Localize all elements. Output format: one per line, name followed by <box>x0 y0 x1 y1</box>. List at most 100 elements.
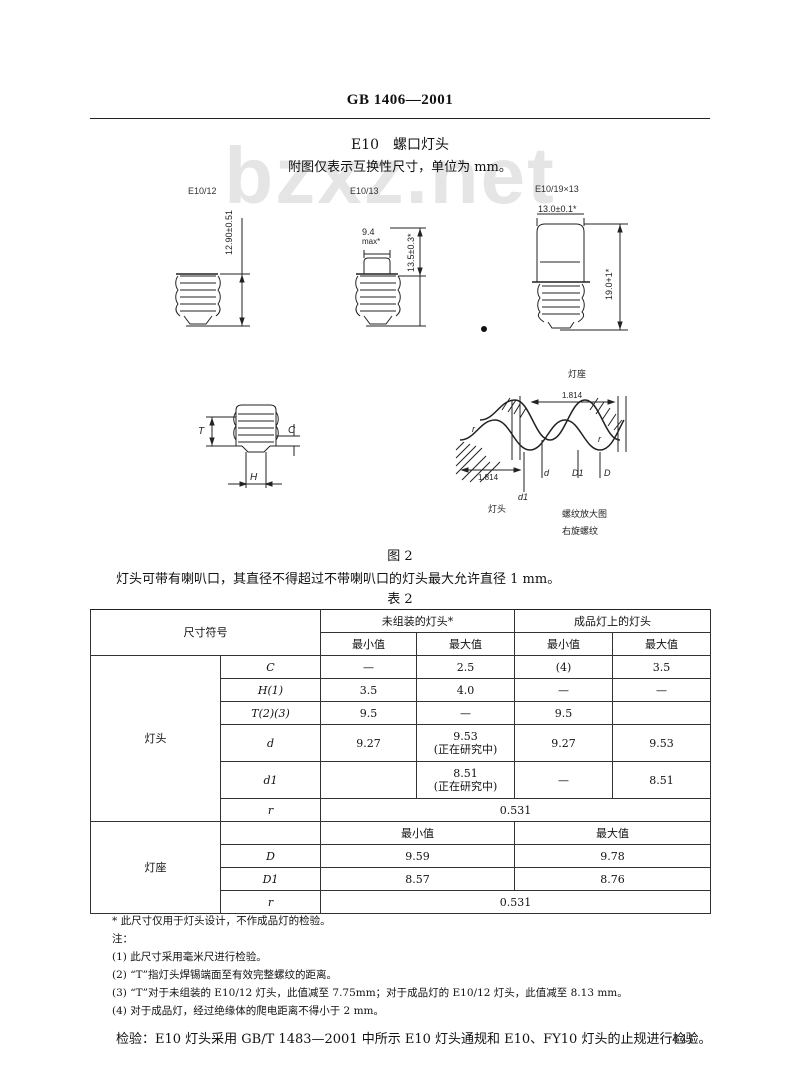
row-t-u-max: — <box>416 701 515 725</box>
cap-technical-drawing: 12.90±0.51 9.4 max* 13.5±0.3* <box>175 204 628 536</box>
row-h-l-min: — <box>514 678 613 702</box>
thread-right-hand-label: 右旋螺纹 <box>562 525 598 536</box>
figure-caption: 图 2 <box>387 549 413 564</box>
footnote-2: (2) “T”指灯头焊锡端面至有效完整螺纹的距离。 <box>112 969 337 981</box>
header-dimension-symbol: 尺寸符号 <box>90 609 321 656</box>
figure-label-e10-12: E10/12 <box>188 186 217 196</box>
holder-row-d1-symbol: D1 <box>220 867 321 891</box>
row-d-l-max: 9.53 <box>612 724 711 762</box>
row-d1-symbol: d1 <box>220 761 321 799</box>
dim-e10-13-width-note: max* <box>362 237 380 246</box>
cap-e10-19x13-drawing <box>532 213 628 331</box>
row-h-u-max: 4.0 <box>416 678 515 702</box>
header-unassembled-min: 最小值 <box>320 632 417 656</box>
header-on-lamp: 成品灯上的灯头 <box>514 609 711 633</box>
row-d-u-max-note: (正在研究中) <box>433 743 498 756</box>
row-t-l-max <box>612 701 711 725</box>
row-r-symbol: r <box>220 798 321 822</box>
page-number: 441 <box>672 1032 695 1046</box>
row-d1-l-max: 8.51 <box>612 761 711 799</box>
cap-e10-13-drawing <box>355 227 426 327</box>
figure-label-e10-19x13: E10/19×13 <box>535 184 579 194</box>
holder-row-d-symbol: D <box>220 844 321 868</box>
thread-enlarged-label: 螺纹放大图 <box>562 508 607 519</box>
holder-header-min: 最小值 <box>320 821 515 845</box>
thread-detail-drawing <box>455 396 627 492</box>
row-c-l-min: (4) <box>514 655 613 679</box>
row-d-l-min: 9.27 <box>514 724 613 762</box>
thread-r-left: r <box>472 424 476 434</box>
holder-header-max: 最大值 <box>514 821 711 845</box>
row-d1-u-min <box>320 761 417 799</box>
row-d-u-max-cell: 9.53 (正在研究中) <box>416 724 515 762</box>
dim-e10-12-height: 12.90±0.51 <box>224 210 234 255</box>
row-c-u-max: 2.5 <box>416 655 515 679</box>
holder-row-d1-min: 8.57 <box>320 867 515 891</box>
dimension-table: 尺寸符号 未组装的灯头* 成品灯上的灯头 最小值 最大值 最小值 最大值 灯头 … <box>90 609 711 914</box>
group-cap: 灯头 <box>90 655 221 822</box>
dim-cap-t: T <box>198 426 205 437</box>
row-h-u-min: 3.5 <box>320 678 417 702</box>
dim-e10-19-height: 19.0+1* <box>604 268 614 300</box>
row-d1-u-max-note: (正在研究中) <box>433 780 498 793</box>
holder-row-d1-max: 8.76 <box>514 867 711 891</box>
thread-d: d <box>544 468 550 478</box>
dim-e10-19-width: 13.0±0.1* <box>538 204 577 214</box>
header-rule <box>90 118 710 119</box>
dim-cap-c: C <box>288 425 296 436</box>
row-t-u-min: 9.5 <box>320 701 417 725</box>
row-t-symbol: T(2)(3) <box>220 701 321 725</box>
dim-e10-13-width: 9.4 <box>362 227 375 237</box>
header-on-lamp-min: 最小值 <box>514 632 613 656</box>
row-d1-u-max-cell: 8.51 (正在研究中) <box>416 761 515 799</box>
cap-e10-12-drawing <box>175 218 250 327</box>
inspection-line: 检验：E10 灯头采用 GB/T 1483—2001 中所示 E10 灯头通规和… <box>116 1032 712 1047</box>
thread-pitch-bottom: 1.814 <box>478 473 499 482</box>
holder-header-blank <box>220 821 321 845</box>
thread-d1-holder: D1 <box>572 468 584 478</box>
footnotes: * 此尺寸仅用于灯头设计，不作成品灯的检验。 注： (1) 此尺寸采用毫米尺进行… <box>112 912 712 1020</box>
group-holder: 灯座 <box>90 821 221 914</box>
row-h-l-max: — <box>612 678 711 702</box>
footnote-1: (1) 此尺寸采用毫米尺进行检验。 <box>112 951 267 963</box>
bullet-dot <box>481 326 487 332</box>
dim-cap-h: H <box>250 472 258 483</box>
header-unassembled: 未组装的灯头* <box>320 609 515 633</box>
flare-note: 灯头可带有喇叭口，其直径不得超过不带喇叭口的灯头最大允许直径 1 mm。 <box>116 572 561 587</box>
header-unassembled-max: 最大值 <box>416 632 515 656</box>
row-d1-l-min: — <box>514 761 613 799</box>
header-on-lamp-max: 最大值 <box>612 632 711 656</box>
row-c-l-max: 3.5 <box>612 655 711 679</box>
standard-number-header: GB 1406—2001 <box>346 92 454 108</box>
section-subtitle: 附图仅表示互换性尺寸，单位为 mm。 <box>288 160 512 175</box>
footnote-3: (3) “T”对于未组装的 E10/12 灯头，此值减至 7.75mm；对于成品… <box>112 987 628 999</box>
watermark: bzxz.net <box>224 131 556 220</box>
thread-holder-label: 灯座 <box>568 368 586 379</box>
holder-row-d-max: 9.78 <box>514 844 711 868</box>
row-h-symbol: H(1) <box>220 678 321 702</box>
row-d-symbol: d <box>220 724 321 762</box>
row-d-u-max: 9.53 <box>453 730 478 743</box>
thread-r-right: r <box>598 434 602 444</box>
row-r-value: 0.531 <box>320 798 711 822</box>
holder-row-r-value: 0.531 <box>320 890 711 914</box>
table-caption: 表 2 <box>387 592 413 607</box>
footnote-note-title: 注： <box>112 933 133 945</box>
thread-pitch-top: 1.814 <box>562 391 583 400</box>
thread-d-holder: D <box>604 468 611 478</box>
row-d-u-min: 9.27 <box>320 724 417 762</box>
holder-row-r-symbol: r <box>220 890 321 914</box>
row-c-u-min: — <box>320 655 417 679</box>
thread-d1-cap: d1 <box>518 492 528 502</box>
row-t-l-min: 9.5 <box>514 701 613 725</box>
thread-cap-label: 灯头 <box>488 504 506 514</box>
row-c-symbol: C <box>220 655 321 679</box>
figure-label-e10-13: E10/13 <box>350 186 379 196</box>
dim-e10-13-height: 13.5±0.3* <box>406 233 416 272</box>
cap-dimension-drawing <box>206 404 300 488</box>
section-title: E10 螺口灯头 <box>350 137 450 153</box>
holder-row-d-min: 9.59 <box>320 844 515 868</box>
row-d1-u-max: 8.51 <box>453 767 478 780</box>
footnote-4: (4) 对于成品灯，经过绝缘体的爬电距离不得小于 2 mm。 <box>112 1005 384 1017</box>
